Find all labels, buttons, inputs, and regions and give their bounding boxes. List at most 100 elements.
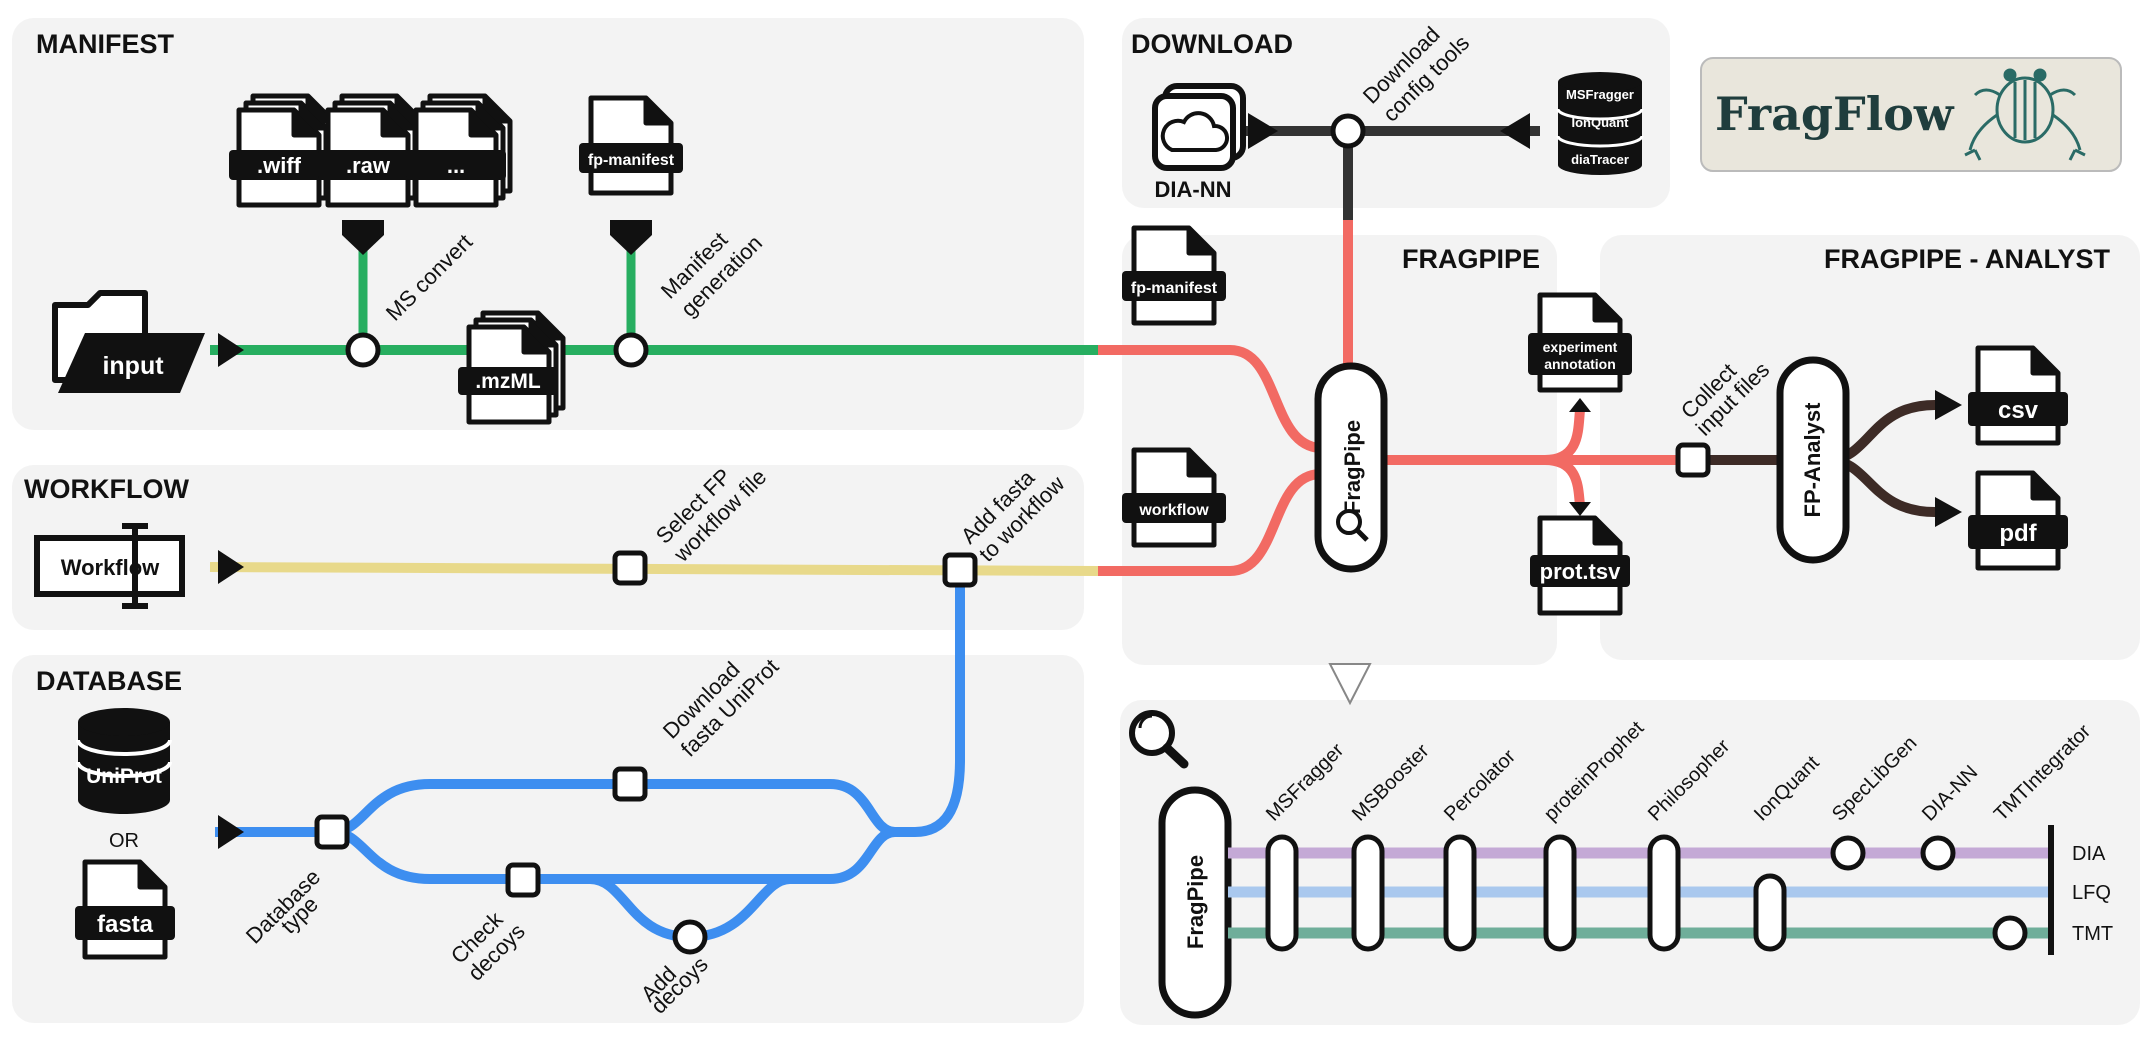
- input-label: input: [102, 352, 164, 380]
- workflow-start-arrow: [218, 550, 244, 584]
- station-select-workflow: [612, 550, 648, 586]
- ellipsis-file-icon: ...: [406, 96, 510, 205]
- wiff-file-icon: .wiff: [229, 96, 333, 205]
- fragpipe-title: FRAGPIPE: [1402, 244, 1540, 274]
- blue-line-top: [215, 571, 965, 837]
- track-label-dia: DIA: [2072, 843, 2106, 865]
- download-panel: [1122, 18, 1670, 208]
- station-ionquant: [1753, 873, 1787, 952]
- fasta-label: fasta: [97, 911, 154, 938]
- workflow-icon: Workflow: [34, 523, 185, 609]
- detail-track-labels: DIA LFQ TMT: [2072, 843, 2113, 945]
- db-ionquant-label: IonQuant: [1571, 115, 1629, 130]
- or-text: OR: [109, 830, 139, 852]
- fragpipe-node-label: FragPipe: [1340, 420, 1365, 514]
- station-ms-convert: [345, 332, 381, 368]
- red-line-right: [1385, 409, 1693, 506]
- detail-fragpipe-node: [1158, 786, 1232, 1019]
- prot-tsv-arrow: [1569, 502, 1591, 516]
- detail-magnifier-icon: [1129, 710, 1189, 769]
- wiff-label: .wiff: [257, 153, 302, 178]
- frog-logo-icon: [1964, 68, 2086, 161]
- prot-tsv-label: prot.tsv: [1540, 559, 1621, 584]
- download-title: DOWNLOAD: [1131, 29, 1293, 59]
- mzml-label: .mzML: [475, 370, 541, 393]
- station-database-type: [314, 814, 350, 850]
- db-diatracer-label: diaTracer: [1571, 152, 1629, 167]
- detail-stations: [1265, 834, 2028, 952]
- database-title: DATABASE: [36, 666, 182, 696]
- download-left-arrow: [1248, 113, 1278, 149]
- csv-arrow: [1935, 390, 1962, 420]
- manifest-start-arrow: [218, 333, 244, 367]
- track-label-tmt: TMT: [2072, 923, 2113, 945]
- fp-manifest-label-2: fp-manifest: [1131, 280, 1218, 297]
- csv-label: csv: [1998, 397, 2039, 424]
- station-msbooster: [1351, 834, 1385, 952]
- workflow-title: WORKFLOW: [24, 474, 189, 504]
- fasta-file-icon: fasta: [75, 862, 175, 957]
- fp-manifest-label: fp-manifest: [588, 152, 675, 169]
- workflow-panel: [12, 465, 1084, 630]
- dia-nn-cloud-icon: DIA-NN: [1152, 83, 1246, 202]
- fp-manifest-file-icon: fp-manifest: [579, 98, 683, 193]
- prot-tsv-file-icon: prot.tsv: [1530, 518, 1630, 613]
- manifest-arrow: [610, 220, 652, 255]
- experiment-arrow: [1569, 398, 1591, 412]
- experiment-label: experiment: [1543, 339, 1618, 355]
- experiment-annotation-file-icon: experiment annotation: [1528, 295, 1632, 390]
- logo-text: FragFlow: [1715, 87, 1955, 141]
- database-panel: [12, 655, 1084, 1023]
- workflow-doc-label: workflow: [1138, 502, 1209, 519]
- workflow-icon-label: Workflow: [61, 555, 160, 580]
- track-label-lfq: LFQ: [2072, 882, 2111, 904]
- station-percolator: [1443, 834, 1477, 952]
- station-download-uniprot: [612, 766, 648, 802]
- dia-nn-label: DIA-NN: [1155, 177, 1232, 202]
- station-check-decoys: [505, 862, 541, 898]
- station-dia-nn: [1920, 835, 1956, 871]
- csv-file-icon: csv: [1968, 348, 2068, 443]
- station-download: [1330, 113, 1366, 149]
- station-add-fasta: [942, 552, 978, 588]
- fp-analyst-node: [1776, 356, 1850, 564]
- ellipsis-label: ...: [447, 153, 465, 178]
- database-start-arrow: [218, 815, 244, 849]
- tools-database-icon: MSFragger IonQuant diaTracer: [1556, 72, 1644, 175]
- input-folder-icon: input: [52, 290, 205, 393]
- db-msfragger-label: MSFragger: [1566, 87, 1634, 102]
- raw-label: .raw: [346, 153, 391, 178]
- red-line-bottom: [1098, 469, 1345, 576]
- download-right-arrow: [1500, 113, 1530, 149]
- annotation-label: annotation: [1544, 356, 1616, 372]
- station-philosopher: [1647, 834, 1681, 952]
- pdf-arrow: [1935, 497, 1962, 527]
- station-speclibgen: [1830, 835, 1866, 871]
- fragpipe-node: [1314, 362, 1388, 573]
- magnifier-icon: [1336, 509, 1369, 542]
- red-line-top: [1098, 345, 1345, 453]
- zoom-arrow-icon: [1328, 663, 1372, 706]
- fragpipe-analyst-title: FRAGPIPE - ANALYST: [1824, 244, 2111, 274]
- fp-manifest-file-icon-2: fp-manifest: [1122, 228, 1226, 323]
- manifest-title: MANIFEST: [36, 29, 175, 59]
- fp-analyst-node-label: FP-Analyst: [1800, 402, 1825, 518]
- uniprot-database-icon: UniProt: [76, 708, 172, 814]
- station-manifest-generation: [613, 332, 649, 368]
- workflow-file-icon: workflow: [1122, 450, 1226, 545]
- station-msfragger: [1265, 834, 1299, 952]
- blue-line-bottom: [332, 827, 896, 884]
- detail-fragpipe-label: FragPipe: [1183, 855, 1208, 949]
- ms-convert-arrow: [342, 220, 384, 255]
- station-collect-input: [1675, 442, 1711, 478]
- station-proteinprophet: [1543, 834, 1577, 952]
- mzml-file-icon: .mzML: [458, 313, 563, 422]
- uniprot-label: UniProt: [86, 765, 162, 788]
- station-add-decoys: [672, 919, 708, 955]
- raw-file-icon: .raw: [318, 96, 422, 205]
- pdf-file-icon: pdf: [1968, 473, 2068, 568]
- pdf-label: pdf: [1999, 520, 2037, 547]
- station-tmtintegrator: [1992, 915, 2028, 951]
